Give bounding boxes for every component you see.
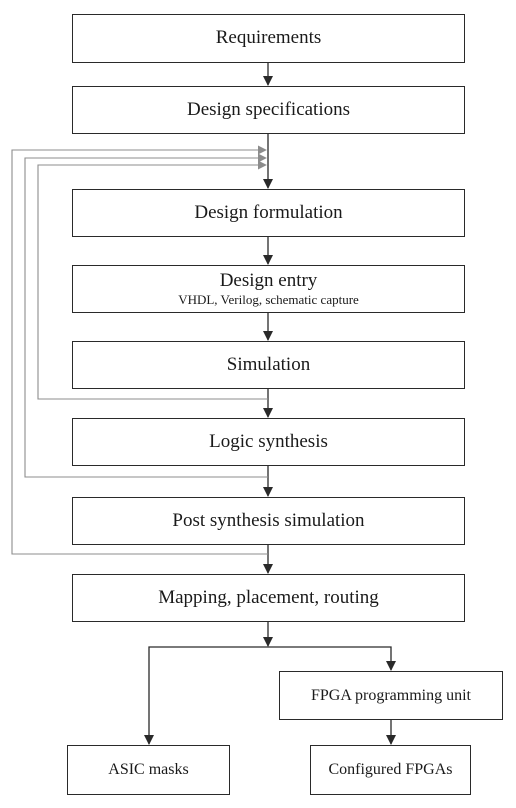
asic-masks-box: ASIC masks [67,745,230,795]
fpga-programming-unit-box: FPGA programming unit [279,671,503,720]
arrow-split-to-asic-masks [144,646,268,745]
mapping-placement-routing-label: Mapping, placement, routing [158,586,379,608]
configured-fpgas-box: Configured FPGAs [310,745,471,795]
feedback-from-logic-synthesis [24,153,268,478]
logic-synthesis-box: Logic synthesis [72,418,465,466]
simulation-label: Simulation [226,353,311,375]
feedback-from-simulation [37,160,268,400]
design-formulation-label: Design formulation [194,201,343,223]
post-synthesis-simulation-box: Post synthesis simulation [72,497,465,545]
asic-masks-label: ASIC masks [108,761,189,779]
design-entry-sublabel: VHDL, Verilog, schematic capture [178,291,359,307]
feedback-loops [11,145,268,555]
fpga-programming-unit-label: FPGA programming unit [310,686,471,704]
post-synthesis-simulation-label: Post synthesis simulation [172,509,365,531]
requirements-box: Requirements [72,14,465,63]
arrow-split-to-fpga-programming [268,646,396,671]
design-formulation-box: Design formulation [72,189,465,237]
design-specifications-box: Design specifications [72,86,465,134]
mapping-placement-routing-box: Mapping, placement, routing [72,574,465,622]
logic-synthesis-label: Logic synthesis [209,430,328,452]
feedback-from-post-synthesis [11,145,268,555]
simulation-box: Simulation [72,341,465,389]
requirements-label: Requirements [215,27,322,49]
design-entry-box: Design entry VHDL, Verilog, schematic ca… [72,265,465,313]
main-flow-arrows [144,63,396,745]
design-entry-label: Design entry [219,269,318,291]
configured-fpgas-label: Configured FPGAs [328,761,453,779]
design-specifications-label: Design specifications [186,98,351,120]
